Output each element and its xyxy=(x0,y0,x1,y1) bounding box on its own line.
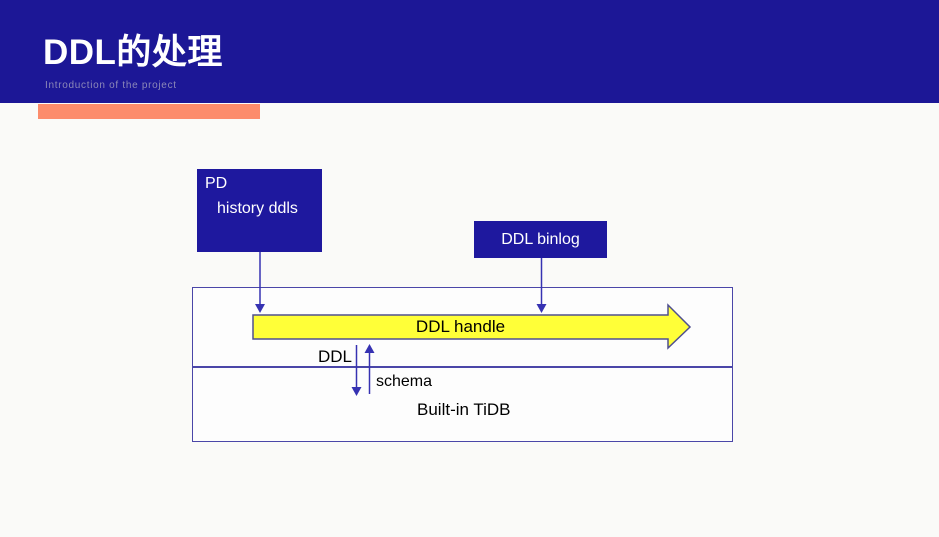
pd-box: PD history ddls xyxy=(197,169,322,252)
accent-bar xyxy=(38,104,260,119)
frame-divider xyxy=(193,366,732,368)
schema-label: schema xyxy=(376,373,433,390)
slide-title: DDL的处理 xyxy=(43,33,223,72)
pd-box-subtitle: history ddls xyxy=(217,200,298,217)
builtin-tidb-label: Built-in TiDB xyxy=(417,400,511,419)
slide-subtitle: Introduction of the project xyxy=(45,80,177,91)
ddl-label: DDL xyxy=(317,347,352,366)
header-band: DDL的处理 Introduction of the project xyxy=(0,0,939,103)
ddl-binlog-label: DDL binlog xyxy=(501,230,580,248)
ddl-handle-label: DDL handle xyxy=(415,317,506,336)
ddl-binlog-box: DDL binlog xyxy=(474,221,607,258)
pd-box-title: PD xyxy=(205,175,228,192)
